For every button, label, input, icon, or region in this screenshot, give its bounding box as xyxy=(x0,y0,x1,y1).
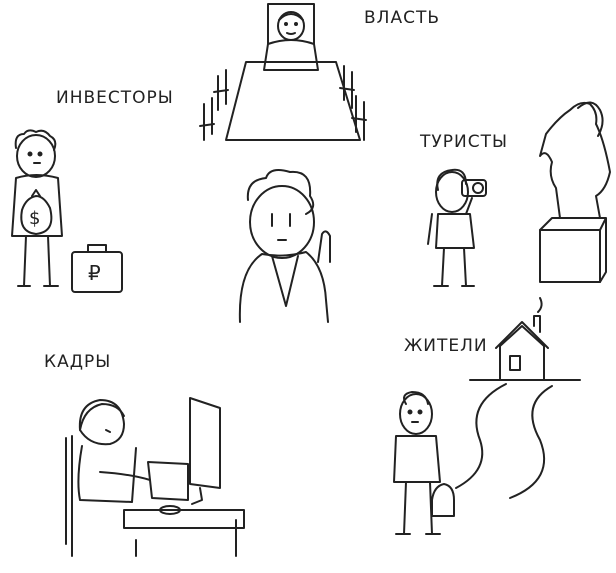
resident-drawing xyxy=(394,298,580,534)
speaker-head xyxy=(250,186,314,258)
desk xyxy=(124,510,244,528)
conference-table xyxy=(226,62,360,140)
speaker-hair xyxy=(248,170,313,214)
speaker-suit xyxy=(240,252,328,322)
label-staff: КАДРЫ xyxy=(44,352,112,372)
mouse xyxy=(160,506,180,514)
monitor xyxy=(190,398,220,488)
tourist-body xyxy=(436,214,474,248)
house xyxy=(500,326,544,380)
tie xyxy=(272,256,298,306)
road xyxy=(456,384,506,488)
staff-head xyxy=(80,400,124,444)
chair-back xyxy=(66,436,72,556)
label-power: ВЛАСТЬ xyxy=(364,8,440,28)
svg-text:$: $ xyxy=(29,208,40,229)
investor-body xyxy=(12,175,62,236)
tourist-drawing xyxy=(428,102,610,286)
tourist-head xyxy=(436,172,468,212)
pedestal xyxy=(540,230,600,282)
leader-body xyxy=(264,40,318,70)
briefcase xyxy=(72,252,122,292)
power-boardroom-drawing xyxy=(200,4,366,140)
left-chairs xyxy=(200,70,228,140)
investor-head xyxy=(17,135,55,177)
staff-drawing xyxy=(66,398,244,556)
resident-body xyxy=(394,436,440,482)
throne-back xyxy=(268,4,314,44)
desk-legs xyxy=(136,520,236,556)
resident-head xyxy=(400,394,432,434)
investor-drawing: $ ₽ xyxy=(12,130,122,292)
label-investors: ИНВЕСТОРЫ xyxy=(56,88,174,108)
chimney-smoke xyxy=(538,298,542,312)
curly-hair xyxy=(16,130,56,150)
label-residents: ЖИТЕЛИ xyxy=(404,336,488,356)
raised-hand xyxy=(318,231,330,262)
speaker-drawing xyxy=(240,170,330,322)
staff-body xyxy=(78,446,136,502)
label-tourists: ТУРИСТЫ xyxy=(420,132,508,152)
money-bag xyxy=(21,196,51,234)
camera xyxy=(462,180,486,196)
right-chairs xyxy=(340,66,366,140)
kettle xyxy=(432,484,454,516)
horse-statue xyxy=(540,103,610,218)
keyboard xyxy=(148,462,188,500)
svg-text:₽: ₽ xyxy=(88,261,101,285)
